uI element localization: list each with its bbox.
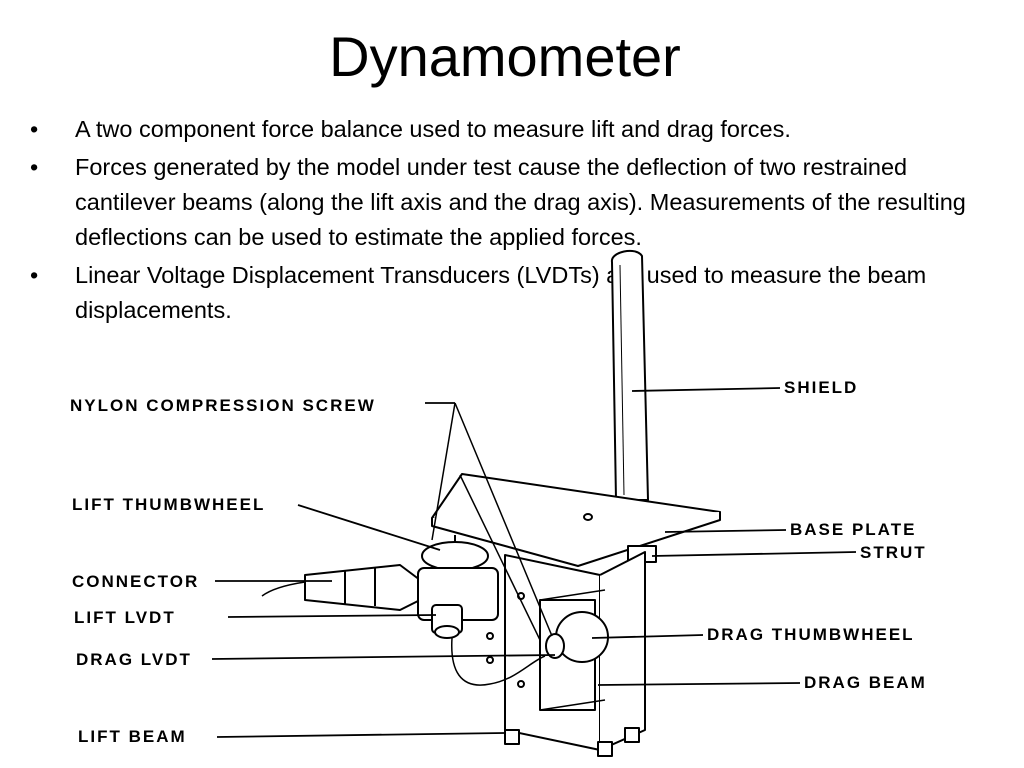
lift-lvdt-end: [434, 625, 460, 639]
frame-foot: [504, 729, 520, 745]
label-drag-thumbwheel: DRAG THUMBWHEEL: [707, 625, 915, 644]
bullet-dot: •: [30, 154, 39, 180]
bullet-dot: •: [30, 262, 39, 288]
slide-title: Dynamometer: [329, 25, 681, 88]
shield-tube: [611, 249, 649, 501]
label-nylon-compression-screw: NYLON COMPRESSION SCREW: [70, 396, 376, 415]
base-plate-edge: [431, 512, 721, 567]
frame-inner-1: [539, 589, 606, 601]
lift-thumbwheel: [421, 541, 489, 571]
bullet-item: • Linear Voltage Displacement Transducers…: [30, 258, 1005, 328]
leader-drag-lvdt: [211, 654, 556, 660]
shield-inner-line: [619, 264, 625, 496]
label-drag-lvdt: DRAG LVDT: [76, 650, 192, 669]
leader-lift-thumbwheel: [297, 504, 441, 551]
screw-line: [454, 402, 553, 637]
leader-base-plate: [664, 529, 787, 533]
leader-drag-thumbwheel: [591, 634, 704, 639]
frame-foot: [624, 727, 640, 743]
label-lift-thumbwheel: LIFT THUMBWHEEL: [72, 495, 266, 514]
frame-foot: [597, 741, 613, 757]
leader-shield: [631, 387, 781, 392]
connector-body: [304, 564, 421, 611]
base-plate-hole: [583, 513, 593, 521]
frame-bolt: [486, 656, 494, 664]
bullet-text: A two component force balance used to me…: [75, 116, 791, 142]
connector-cable: [261, 581, 306, 597]
bullet-item: • Forces generated by the model under tes…: [30, 150, 1005, 255]
drag-thumbwheel-hub: [545, 633, 565, 659]
frame-bolt: [486, 632, 494, 640]
bullet-item: • A two component force balance used to m…: [30, 112, 1005, 147]
label-base-plate: BASE PLATE: [790, 520, 917, 539]
bullet-text: Linear Voltage Displacement Transducers …: [75, 262, 927, 323]
leader-drag-beam: [597, 682, 801, 686]
label-lift-lvdt: LIFT LVDT: [74, 608, 176, 627]
screw-line: [431, 402, 456, 541]
label-lift-beam: LIFT BEAM: [78, 727, 187, 746]
label-drag-beam: DRAG BEAM: [804, 673, 927, 692]
screw-line: [459, 474, 541, 641]
bullet-text: Forces generated by the model under test…: [75, 154, 966, 250]
label-strut: STRUT: [860, 543, 927, 562]
frame-side: [599, 551, 646, 751]
leader-lift-beam: [216, 732, 505, 738]
bullet-list: • A two component force balance used to m…: [30, 112, 1005, 331]
leader-strut: [651, 551, 857, 557]
bullet-dot: •: [30, 116, 39, 142]
label-shield: SHIELD: [784, 378, 859, 397]
leader-lift-lvdt: [227, 614, 437, 618]
frame-inner-2: [539, 699, 606, 711]
frame-bolt: [517, 680, 525, 688]
label-connector: CONNECTOR: [72, 572, 200, 591]
lvdt-cable: [451, 637, 546, 686]
